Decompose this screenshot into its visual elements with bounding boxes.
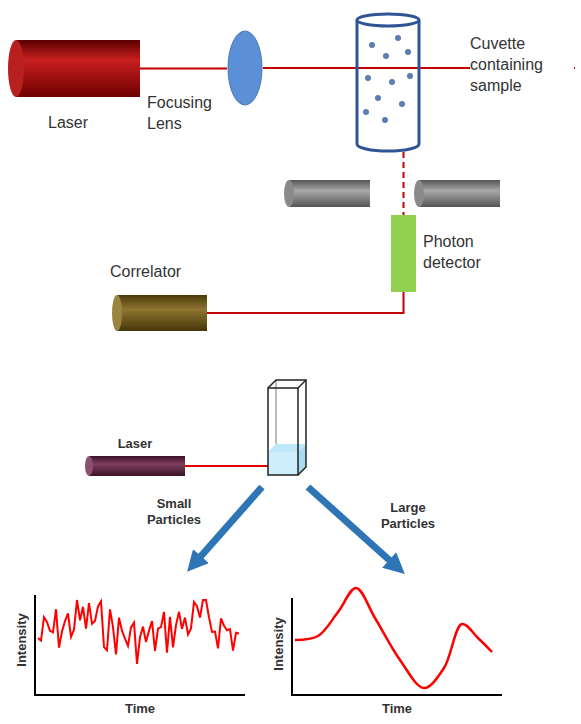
sample-cuvette-shape bbox=[355, 12, 421, 152]
axis-label: Time bbox=[367, 701, 427, 717]
laser-label: Laser bbox=[100, 436, 170, 452]
cylinder-cap bbox=[8, 40, 24, 97]
lens-ellipse bbox=[228, 31, 262, 105]
chart-axes bbox=[35, 595, 245, 695]
beam-connector bbox=[207, 292, 404, 313]
photon-detector-shape bbox=[391, 215, 416, 292]
cylinder-body bbox=[16, 40, 140, 97]
cuvette-front bbox=[268, 388, 298, 475]
particle bbox=[389, 79, 395, 85]
particle bbox=[382, 117, 388, 123]
cuvette-rim bbox=[357, 14, 419, 26]
component-label: Cuvette containing sample bbox=[470, 33, 574, 96]
arrow-label: Large Particles bbox=[372, 500, 444, 532]
result-arrow bbox=[194, 487, 262, 564]
beam-connector bbox=[263, 67, 355, 69]
focusing-lens-shape bbox=[227, 30, 263, 106]
photon-detector: Photon detector bbox=[391, 215, 416, 292]
axis-label: Time bbox=[110, 701, 170, 717]
particle bbox=[363, 109, 369, 115]
arrow-label: Small Particles bbox=[138, 496, 210, 528]
laser-body bbox=[89, 456, 185, 476]
cuvette-back bbox=[268, 380, 306, 475]
laser-source: Laser bbox=[8, 40, 140, 97]
cuvette-outline bbox=[268, 380, 306, 475]
correlator: Correlator bbox=[112, 295, 207, 331]
particle bbox=[375, 95, 381, 101]
particle bbox=[383, 53, 389, 59]
component-label: Correlator bbox=[110, 261, 220, 282]
aperture-cap bbox=[414, 180, 424, 207]
laser-beam bbox=[185, 465, 270, 467]
particle bbox=[405, 49, 411, 55]
particle bbox=[407, 73, 413, 79]
component-label: Laser bbox=[48, 112, 128, 133]
axis-label: Intensity bbox=[271, 612, 287, 676]
sample-cuvette: Cuvette containing sample bbox=[355, 12, 421, 152]
beam-connector bbox=[403, 152, 405, 215]
cuvette-edge bbox=[298, 380, 306, 388]
correlator-shape bbox=[112, 295, 207, 331]
focusing-lens: Focusing Lens bbox=[227, 30, 263, 106]
aperture-cylinders bbox=[284, 180, 500, 207]
sample-liquid bbox=[268, 452, 298, 475]
axis-label: Intensity bbox=[14, 608, 30, 672]
cuvette-wall bbox=[357, 20, 419, 151]
particle bbox=[395, 35, 401, 41]
aperture-body bbox=[289, 180, 370, 207]
beam-connector bbox=[140, 68, 227, 70]
intensity-trace bbox=[38, 600, 239, 664]
particle bbox=[365, 75, 371, 81]
cylinder-cap bbox=[112, 295, 122, 331]
detector-body bbox=[391, 215, 416, 292]
cuvette-edge bbox=[275, 380, 277, 444]
aperture-cap bbox=[284, 180, 294, 207]
sample-particles bbox=[363, 35, 413, 123]
particle bbox=[369, 42, 375, 48]
aperture-body bbox=[419, 180, 500, 207]
component-label: Focusing Lens bbox=[147, 92, 225, 134]
cylinder-body bbox=[117, 295, 207, 331]
intensity-trace bbox=[295, 588, 492, 688]
chart-axes bbox=[292, 598, 502, 695]
particle bbox=[399, 101, 405, 107]
laser-cap bbox=[85, 456, 93, 476]
laser-source-shape bbox=[8, 40, 140, 97]
component-label: Photon detector bbox=[423, 231, 503, 273]
